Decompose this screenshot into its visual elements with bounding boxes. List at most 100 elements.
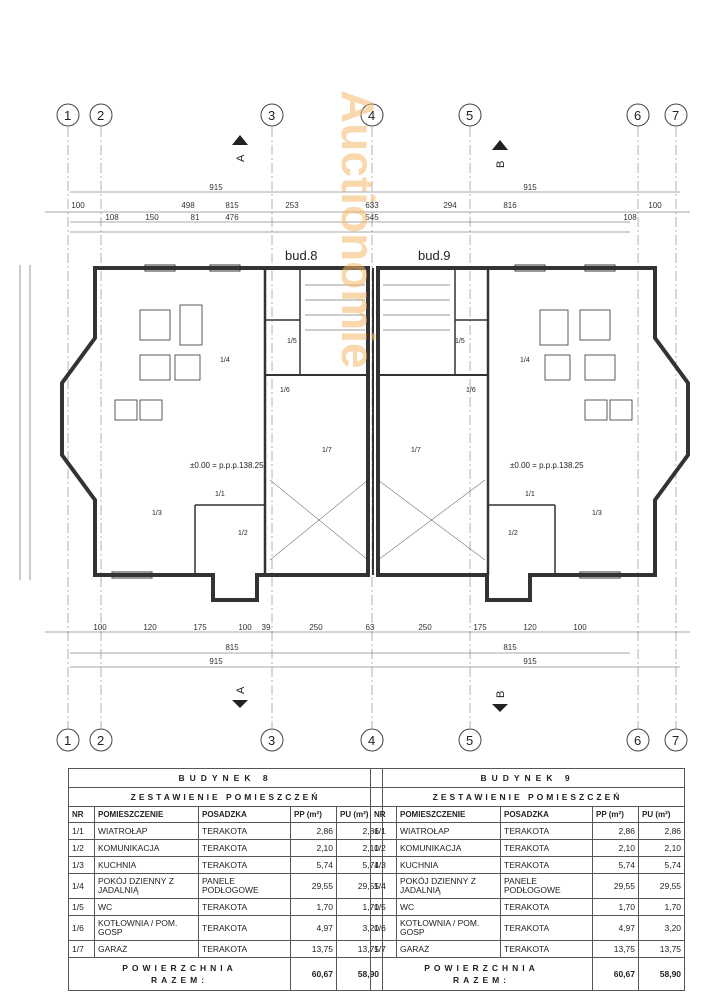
- col-header-room: POMIESZCZENIE: [396, 806, 501, 823]
- table-title: BUDYNEK 9: [369, 768, 686, 788]
- cell-nr: 1/4: [68, 873, 95, 899]
- dimension-label: 476: [225, 213, 239, 222]
- col-header-pp: PP (m²): [592, 806, 639, 823]
- elevation-label-right: ±0.00 = p.p.p.138.25: [510, 461, 584, 470]
- cell-room: KOTŁOWNIA / POM. GOSP: [94, 915, 199, 941]
- grid-axis-bubble: [260, 103, 284, 127]
- dimension-label: 815: [225, 643, 239, 652]
- dimension-label: 100: [93, 623, 107, 632]
- cell-pp: 2,10: [290, 839, 337, 857]
- section-mark-b-top: B: [495, 161, 507, 168]
- cell-pp: 2,86: [592, 822, 639, 840]
- dimension-label: 815: [503, 643, 517, 652]
- room-number-label: 1/4: [520, 357, 530, 364]
- building-walls: [60, 264, 690, 602]
- grid-axis-label: 2: [97, 733, 104, 748]
- table-title: BUDYNEK 8: [67, 768, 384, 788]
- cell-pp: 4,97: [290, 915, 337, 941]
- col-header-nr: NR: [370, 806, 397, 823]
- cell-pp: 1,70: [592, 898, 639, 916]
- grid-axis-label: 7: [672, 733, 679, 748]
- elevation-label-left: ±0.00 = p.p.p.138.25: [190, 461, 264, 470]
- col-header-nr: NR: [68, 806, 95, 823]
- grid-axis-label: 3: [268, 733, 275, 748]
- cell-pp: 2,10: [592, 839, 639, 857]
- section-mark-b-bottom: B: [495, 691, 507, 698]
- room-number-label: 1/1: [525, 491, 535, 498]
- col-header-room: POMIESZCZENIE: [94, 806, 199, 823]
- grid-axis-bubble: [626, 103, 650, 127]
- room-number-label: 1/5: [455, 338, 465, 345]
- room-number-label: 1/4: [220, 357, 230, 364]
- dimension-label: 63: [366, 623, 375, 632]
- cell-room: WC: [396, 898, 501, 916]
- cell-pu: 29,55: [637, 873, 686, 899]
- cell-room: WIATROŁAP: [396, 822, 501, 840]
- dimension-label: 108: [105, 213, 119, 222]
- total-pp: 60,67: [290, 957, 337, 991]
- cell-floor: TERAKOTA: [198, 915, 291, 941]
- cell-room: GARAŻ: [396, 940, 501, 958]
- cell-pp: 29,55: [290, 873, 337, 899]
- dimension-label: 915: [209, 183, 223, 192]
- cell-floor: PANELE PODŁOGOWE: [198, 873, 291, 899]
- grid-axis-bubble: [360, 728, 384, 752]
- dimension-label: 294: [443, 201, 457, 210]
- grid-axis-label: 5: [466, 108, 473, 123]
- grid-axis-label: 4: [368, 108, 375, 123]
- cell-nr: 1/6: [68, 915, 95, 941]
- grid-axis-label: 5: [466, 733, 473, 748]
- cell-floor: TERAKOTA: [198, 856, 291, 874]
- total-label-line2: RAZEM:: [150, 975, 209, 985]
- dimension-label: 633: [365, 201, 379, 210]
- dimension-label: 250: [309, 623, 323, 632]
- section-mark-a-bottom: A: [235, 686, 247, 694]
- room-number-label: 1/3: [152, 510, 162, 517]
- cell-nr: 1/1: [370, 822, 397, 840]
- dimension-label: 108: [623, 213, 637, 222]
- dimension-label: 545: [365, 213, 379, 222]
- cell-room: WIATROŁAP: [94, 822, 199, 840]
- dimension-label: 100: [573, 623, 587, 632]
- total-label-line1: POWIERZCHNIA: [122, 963, 237, 973]
- cell-nr: 1/7: [370, 940, 397, 958]
- dimension-label: 175: [193, 623, 207, 632]
- cell-floor: TERAKOTA: [500, 940, 593, 958]
- grid-axis-label: 4: [368, 733, 375, 748]
- cell-room: KOMUNIKACJA: [94, 839, 199, 857]
- dimension-label: 39: [262, 623, 271, 632]
- col-header-floor: POSADZKA: [500, 806, 593, 823]
- col-header-floor: POSADZKA: [198, 806, 291, 823]
- cell-pp: 5,74: [592, 856, 639, 874]
- cell-pp: 1,70: [290, 898, 337, 916]
- cell-room: KUCHNIA: [396, 856, 501, 874]
- cell-floor: TERAKOTA: [500, 822, 593, 840]
- cell-nr: 1/3: [370, 856, 397, 874]
- cell-pp: 4,97: [592, 915, 639, 941]
- cell-pp: 29,55: [592, 873, 639, 899]
- total-label-line1: POWIERZCHNIA: [424, 963, 539, 973]
- schedule-table-budynek-8: BUDYNEK 8 ZESTAWIENIE POMIESZCZEŃ NR POM…: [67, 768, 384, 991]
- cell-floor: TERAKOTA: [500, 839, 593, 857]
- grid-axis-label: 6: [634, 108, 641, 123]
- cell-room: POKÓJ DZIENNY Z JADALNIĄ: [396, 873, 501, 899]
- dimension-label: 250: [418, 623, 432, 632]
- grid-axis-label: 7: [672, 108, 679, 123]
- cell-floor: TERAKOTA: [198, 898, 291, 916]
- dimension-label: 253: [285, 201, 299, 210]
- table-subtitle: ZESTAWIENIE POMIESZCZEŃ: [369, 787, 686, 807]
- section-mark-a-top: A: [235, 154, 247, 162]
